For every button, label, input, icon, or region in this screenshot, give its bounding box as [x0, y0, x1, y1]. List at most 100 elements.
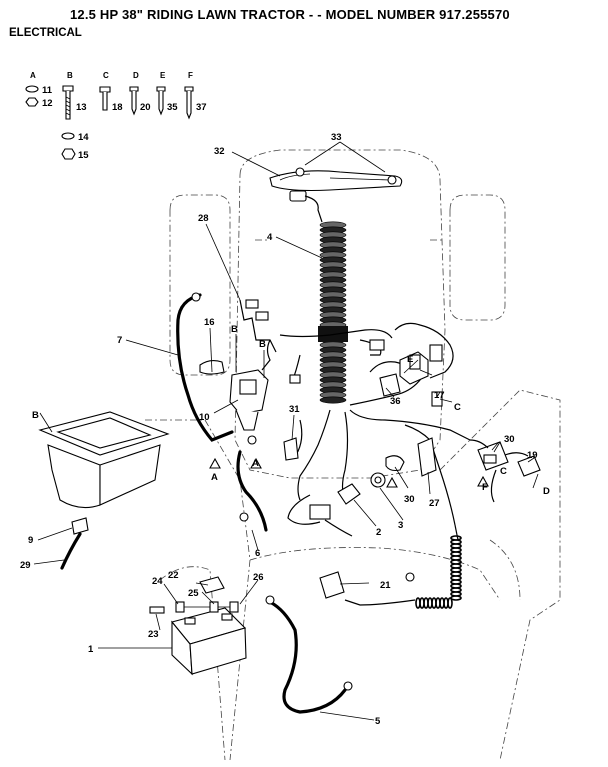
- seat-pan: [38, 411, 170, 570]
- seat-pan-front: [47, 444, 101, 509]
- key-item-14: 14: [78, 132, 89, 143]
- callout-19: 19: [527, 450, 538, 461]
- callout-16: 16: [204, 317, 215, 328]
- callout-4: 4: [267, 232, 273, 243]
- section-heading: ELECTRICAL: [9, 27, 82, 39]
- tapping-screw-icon: [158, 91, 164, 116]
- callout-1: 1: [88, 644, 94, 655]
- triangle-marker-icon: [477, 475, 489, 487]
- callout-29: 29: [20, 560, 31, 571]
- seat-pan-inner: [56, 417, 152, 449]
- ring-terminal: [265, 595, 275, 605]
- key-item-18: 18: [112, 102, 123, 113]
- plug-2: [337, 483, 361, 505]
- callout-5: 5: [375, 716, 381, 727]
- ring-terminal: [343, 681, 353, 691]
- callout-17: 17: [434, 390, 445, 401]
- ring-terminal: [191, 292, 201, 302]
- triangle-marker-icon: [209, 457, 221, 469]
- battery-area: [149, 576, 247, 676]
- ignition-switch-body: [239, 379, 257, 395]
- solenoid-bracket: [379, 373, 401, 397]
- cable-6: [236, 450, 268, 532]
- connector-28: [245, 299, 259, 309]
- interlock-switches: [283, 437, 541, 505]
- ring-terminal: [239, 512, 249, 522]
- headlight-bar: [269, 170, 403, 192]
- bulb-icon: [387, 175, 397, 185]
- callout-32: 32: [214, 146, 225, 157]
- callout-6: 6: [255, 548, 260, 559]
- screw-head-icon: [99, 86, 111, 93]
- screw-shank-icon: [102, 92, 108, 111]
- connector-9: [71, 517, 89, 535]
- callout-26: 26: [253, 572, 264, 583]
- bolt-head-icon: [62, 85, 74, 92]
- hardware-key: A B C D E F 11 12 13 14 15 18: [25, 71, 207, 161]
- letter-a-right: A: [252, 458, 259, 469]
- callout-numbers: 33 32 4 28 7 16 10 31 36 17 30 19 30 27 …: [20, 132, 538, 727]
- key-item-12: 12: [42, 98, 53, 109]
- seat-switch-27: [417, 437, 437, 477]
- cable-7: [176, 293, 234, 442]
- bulb-icon: [295, 167, 305, 177]
- hex-screw-icon: [186, 91, 192, 120]
- battery-terminal: [184, 617, 196, 625]
- tractor-outline: [145, 149, 561, 761]
- key-item-15: 15: [78, 150, 89, 161]
- key-item-35: 35: [167, 102, 178, 113]
- letter-c-switch: C: [500, 466, 507, 477]
- key-item-20: 20: [140, 102, 151, 113]
- key-letter-e: E: [160, 71, 166, 80]
- callout-10: 10: [199, 412, 210, 423]
- ignition-bracket: [235, 409, 259, 431]
- callout-36: 36: [390, 396, 401, 407]
- key-letter-f: F: [188, 71, 193, 80]
- callout-7: 7: [117, 335, 122, 346]
- seat-pan-side: [99, 444, 161, 506]
- callout-25: 25: [188, 588, 199, 599]
- callout-28: 28: [198, 213, 209, 224]
- letter-b-bracket: B: [259, 339, 266, 350]
- connector: [289, 374, 301, 384]
- corrugated-loom: [318, 221, 348, 404]
- letter-c-solenoid: C: [454, 402, 461, 413]
- battery-terminal: [221, 613, 233, 621]
- solenoid-area: [379, 344, 443, 407]
- letter-b-seat: B: [32, 410, 39, 421]
- cable-5: [268, 600, 347, 714]
- hex-nut-icon: [61, 148, 76, 160]
- letter-d-switch: D: [543, 486, 550, 497]
- leader-lines: [33, 141, 539, 721]
- terminal-cover-22: [199, 576, 225, 594]
- tapping-screw-icon: [131, 91, 137, 116]
- loom-segment: [319, 396, 347, 404]
- callout-9: 9: [28, 535, 33, 546]
- lock-washer-icon: [25, 85, 39, 93]
- relay-17: [431, 391, 443, 407]
- nut-26: [229, 601, 239, 613]
- headlight-assembly: [269, 167, 403, 223]
- callout-27: 27: [429, 498, 440, 509]
- key-letter-b: B: [67, 71, 73, 80]
- screw-head-icon: [156, 86, 166, 92]
- bolt-23: [149, 606, 165, 614]
- triangle-marker-icon: [386, 476, 398, 488]
- page-title: 12.5 HP 38" RIDING LAWN TRACTOR - - MODE…: [70, 7, 510, 22]
- callout-33: 33: [331, 132, 342, 143]
- screw-head-icon: [129, 86, 139, 92]
- switch-30-lower: [385, 455, 405, 472]
- solenoid-terminal: [409, 354, 421, 370]
- connector: [369, 339, 385, 351]
- switch-31: [283, 437, 299, 461]
- callout-30-right: 30: [504, 434, 515, 445]
- key-letter-c: C: [103, 71, 109, 80]
- ground-terminal: [405, 572, 415, 582]
- callout-2: 2: [376, 527, 381, 538]
- key-item-11: 11: [42, 85, 53, 96]
- letter-callouts: B B B A A E C F C D: [32, 324, 550, 497]
- ignition-area: [199, 299, 277, 445]
- coil-loop: [447, 597, 453, 609]
- key-item-37: 37: [196, 102, 207, 113]
